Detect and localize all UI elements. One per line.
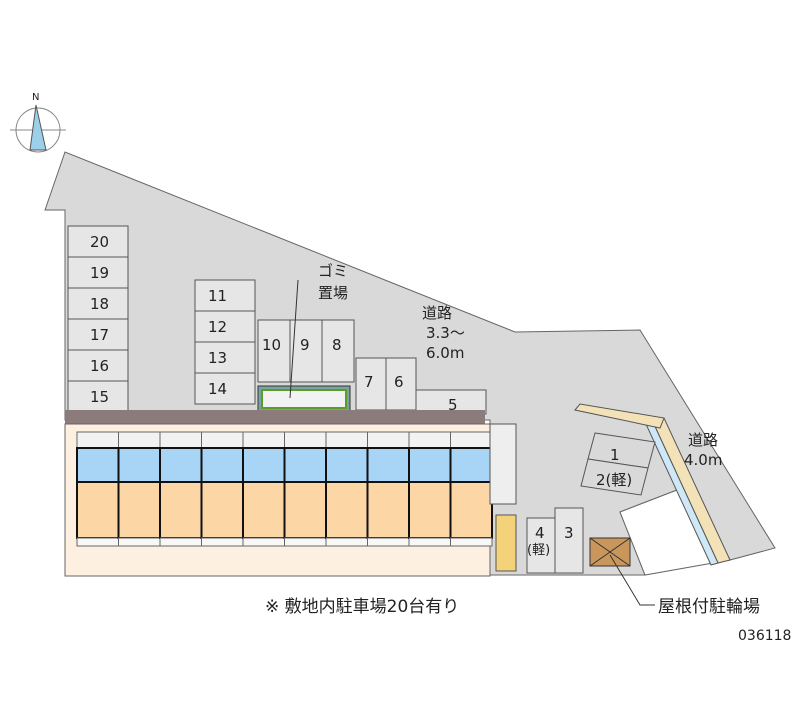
unit-room [76,481,120,539]
parking-space-label: 18 [90,295,109,313]
unit-wet-area [366,447,410,483]
unit-room [117,481,161,539]
property-code: 036118 [738,628,791,644]
unit-room [200,481,244,539]
bicycle-parking-label: 屋根付駐輪場 [658,597,760,617]
unit-wet-area [408,447,452,483]
parking-space-4: 4 [535,524,545,542]
parking-space [289,319,323,383]
road-east-width: 4.0m [684,451,722,469]
road-strip-north [574,403,665,429]
utility-box [495,514,517,572]
unit-room [325,481,369,539]
parking-space-4-kei: (軽) [527,543,550,558]
parking-space [67,287,129,320]
unit-balcony [408,537,451,547]
walkway [65,410,485,424]
parking-space-label: 10 [262,336,281,354]
road-east-label: 道路 [688,431,718,449]
unit-room [242,481,286,539]
parking-space-3: 3 [564,524,574,542]
apartment-building [76,431,493,547]
unit-wet-area [325,447,369,483]
parking-space-label: 12 [208,318,227,336]
compass-icon: N [10,92,66,153]
parking-space-label: 20 [90,233,109,251]
unit-balcony [242,537,285,547]
unit-wet-area [242,447,286,483]
unit-room [283,481,327,539]
unit-entry [118,431,161,449]
parking-space [321,319,355,383]
garbage-label-2: 置場 [318,284,348,302]
unit-balcony [284,537,327,547]
parking-space-label: 17 [90,326,109,344]
unit-balcony [76,537,119,547]
parking-space-7: 7 [364,373,374,391]
unit-wet-area [117,447,161,483]
unit-wet-area [76,447,120,483]
unit-balcony [450,537,493,547]
parking-space [67,380,129,413]
unit-entry [201,431,244,449]
unit-wet-area [283,447,327,483]
parking-space [194,341,256,374]
unit-entry [408,431,451,449]
unit-room [366,481,410,539]
parking-space-2: 2(軽) [596,471,632,489]
parking-left-group: 20 19 18 17 16 15 [67,225,129,413]
unit-entry [450,431,493,449]
unit-balcony [159,537,202,547]
parking-space-1: 1 [610,446,620,464]
parking-space-label: 14 [208,380,227,398]
unit-entry [242,431,285,449]
parking-space [194,279,256,312]
unit-wet-area [449,447,493,483]
unit-entry [159,431,202,449]
unit-room [408,481,452,539]
unit-room [449,481,493,539]
parking-space [67,349,129,382]
garbage-label: ゴミ [318,262,348,280]
parking-upper-group: 10 9 8 [257,319,355,383]
unit-balcony [325,537,368,547]
parking-space [194,310,256,343]
unit-entry [367,431,410,449]
unit-entry [325,431,368,449]
parking-space [67,225,129,258]
parking-middle-group: 11 12 13 14 [194,279,256,405]
road-north-label: 道路 [422,304,452,322]
unit-balcony [367,537,410,547]
parking-space [194,372,256,405]
parking-space-6: 6 [394,373,404,391]
parking-space [67,318,129,351]
parking-space-label: 9 [300,336,310,354]
parking-space-label: 19 [90,264,109,282]
parking-space-label: 15 [90,388,109,406]
stairs [489,423,517,505]
parking-space-label: 16 [90,357,109,375]
parking-space [67,256,129,289]
unit-wet-area [159,447,203,483]
parking-space-5: 5 [448,396,458,414]
parking-space-label: 11 [208,287,227,305]
north-label: N [32,92,39,103]
parking-space [257,319,291,383]
unit-entry [284,431,327,449]
parking-space-label: 13 [208,349,227,367]
parking-note: ※ 敷地内駐車場20台有り [265,597,459,617]
unit-balcony [118,537,161,547]
road-north-width: 3.3〜 [426,324,465,342]
unit-balcony [201,537,244,547]
unit-entry [76,431,119,449]
road-north-width-2: 6.0m [426,344,464,362]
unit-room [159,481,203,539]
unit-wet-area [200,447,244,483]
parking-space-label: 8 [332,336,342,354]
